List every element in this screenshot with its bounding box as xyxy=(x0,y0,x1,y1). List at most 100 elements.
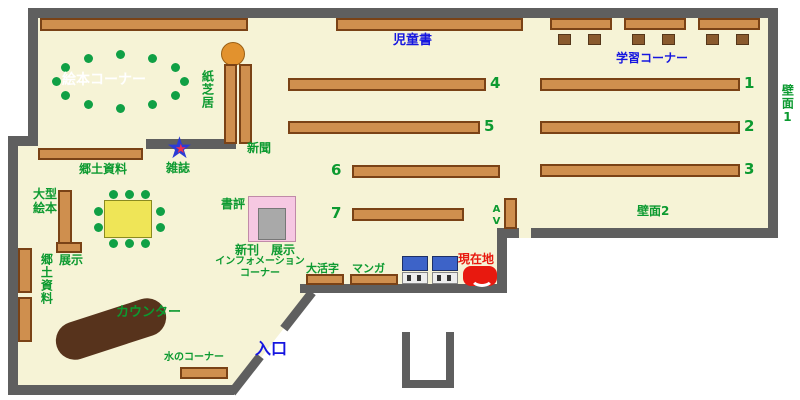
opac-terminal-base xyxy=(432,272,458,284)
label-tenji-left: 展示 xyxy=(59,253,84,267)
shelf-kamishibai-b xyxy=(239,64,252,144)
label-tenji-center: 展示 xyxy=(271,243,296,257)
label-manga: マンガ xyxy=(352,262,385,275)
study-desk xyxy=(624,18,686,30)
shelf-daikatsuji xyxy=(306,274,344,285)
label-ogata-ehon: 大型 絵本 xyxy=(33,187,58,216)
opac-terminal-base xyxy=(402,272,428,284)
wall-left-jut xyxy=(8,136,38,146)
seat-dot xyxy=(156,207,165,216)
exhibit-display-box xyxy=(258,208,286,240)
shelf-row-2 xyxy=(540,121,740,134)
shelf-ogata-ehon xyxy=(58,190,72,246)
label-hekimen2: 壁面2 xyxy=(637,204,670,218)
shelf-water-corner xyxy=(180,367,228,379)
reading-table xyxy=(104,200,152,238)
opac-terminal-screen xyxy=(402,256,428,271)
shelf-kyodo-lower-b xyxy=(18,297,32,342)
seat-dot xyxy=(116,50,125,59)
wall-right-section-bottom-b xyxy=(531,228,778,238)
wall-bottom xyxy=(8,385,234,395)
seat-dot xyxy=(116,104,125,113)
wall-right xyxy=(768,8,778,238)
magazine-star-icon: ★ xyxy=(166,131,193,166)
label-information-corner: インフォメーション コーナー xyxy=(215,256,305,279)
shelf-children-top xyxy=(336,18,523,31)
shelf-row-6 xyxy=(352,165,500,178)
seat-dot xyxy=(171,91,180,100)
study-chair xyxy=(588,34,601,45)
seat-dot xyxy=(125,239,134,248)
study-desk xyxy=(550,18,612,30)
terminal-knob xyxy=(407,275,411,281)
shelf-kyodo-upper xyxy=(38,148,143,160)
seat-dot xyxy=(94,223,103,232)
label-daikatsuji: 大活字 xyxy=(306,262,339,275)
seat-dot xyxy=(109,239,118,248)
shelf-row-5 xyxy=(288,121,480,134)
shelf-row-7 xyxy=(352,208,464,221)
label-kyodo-upper: 郷土資料 xyxy=(79,162,128,176)
label-shinkan: 新刊 xyxy=(235,243,260,257)
seat-dot xyxy=(156,223,165,232)
label-av: AV xyxy=(491,204,502,228)
label-shohyo: 書評 xyxy=(221,197,246,211)
shelf-av xyxy=(504,198,517,229)
seat-dot xyxy=(94,207,103,216)
label-ehon-corner: 絵本コーナー xyxy=(62,72,146,88)
label-hekimen1: 壁面1 xyxy=(780,84,795,125)
wall-left-upper xyxy=(28,8,38,143)
seat-dot xyxy=(148,100,157,109)
seat-dot xyxy=(141,190,150,199)
seat-dot xyxy=(61,91,70,100)
label-gakushu-corner: 学習コーナー xyxy=(616,51,689,65)
magazine-star-center-icon: ★ xyxy=(175,142,187,157)
wall-inner-ehon xyxy=(146,139,236,149)
seat-dot xyxy=(125,190,134,199)
study-chair xyxy=(706,34,719,45)
study-chair xyxy=(662,34,675,45)
shelf-number-5: 5 xyxy=(484,117,495,135)
terminal-knob xyxy=(417,275,421,281)
label-kamishibai: 紙芝居 xyxy=(200,70,215,109)
outside-stairwell xyxy=(402,332,454,388)
study-chair xyxy=(632,34,645,45)
shelf-row-1 xyxy=(540,78,740,91)
shelf-row-4 xyxy=(288,78,486,91)
study-chair xyxy=(736,34,749,45)
seat-dot xyxy=(180,77,189,86)
study-desk xyxy=(698,18,760,30)
label-genzaichi: 現在地 xyxy=(458,252,495,266)
seat-dot xyxy=(52,77,61,86)
seat-dot xyxy=(141,239,150,248)
label-zasshi: 雑誌 xyxy=(166,161,191,175)
seat-dot xyxy=(109,190,118,199)
seat-dot xyxy=(84,54,93,63)
terminal-knob xyxy=(437,275,441,281)
shelf-row-3 xyxy=(540,164,740,177)
round-table xyxy=(221,42,245,66)
shelf-number-1: 1 xyxy=(744,74,755,92)
opac-terminal-screen xyxy=(432,256,458,271)
wall-right-section-bottom-a xyxy=(497,228,519,238)
seat-dot xyxy=(61,63,70,72)
shelf-number-4: 4 xyxy=(490,74,501,92)
seat-dot xyxy=(84,100,93,109)
shelf-number-2: 2 xyxy=(744,117,755,135)
study-chair xyxy=(558,34,571,45)
label-kyodo-lower: 郷土資料 xyxy=(39,253,54,305)
label-jidosho: 児童書 xyxy=(393,33,433,48)
wall-center-bottom xyxy=(300,284,507,293)
seat-dot xyxy=(171,63,180,72)
shelf-kamishibai-a xyxy=(224,64,237,144)
shelf-kyodo-lower-a xyxy=(18,248,32,293)
seat-dot xyxy=(148,54,157,63)
shelf-number-3: 3 xyxy=(744,160,755,178)
shelf-manga xyxy=(350,274,398,285)
marker-smile-icon xyxy=(470,268,494,287)
shelf-top-left xyxy=(40,18,248,31)
terminal-knob xyxy=(447,275,451,281)
shelf-number-7: 7 xyxy=(331,204,342,222)
wall-center-vertical xyxy=(497,228,507,293)
